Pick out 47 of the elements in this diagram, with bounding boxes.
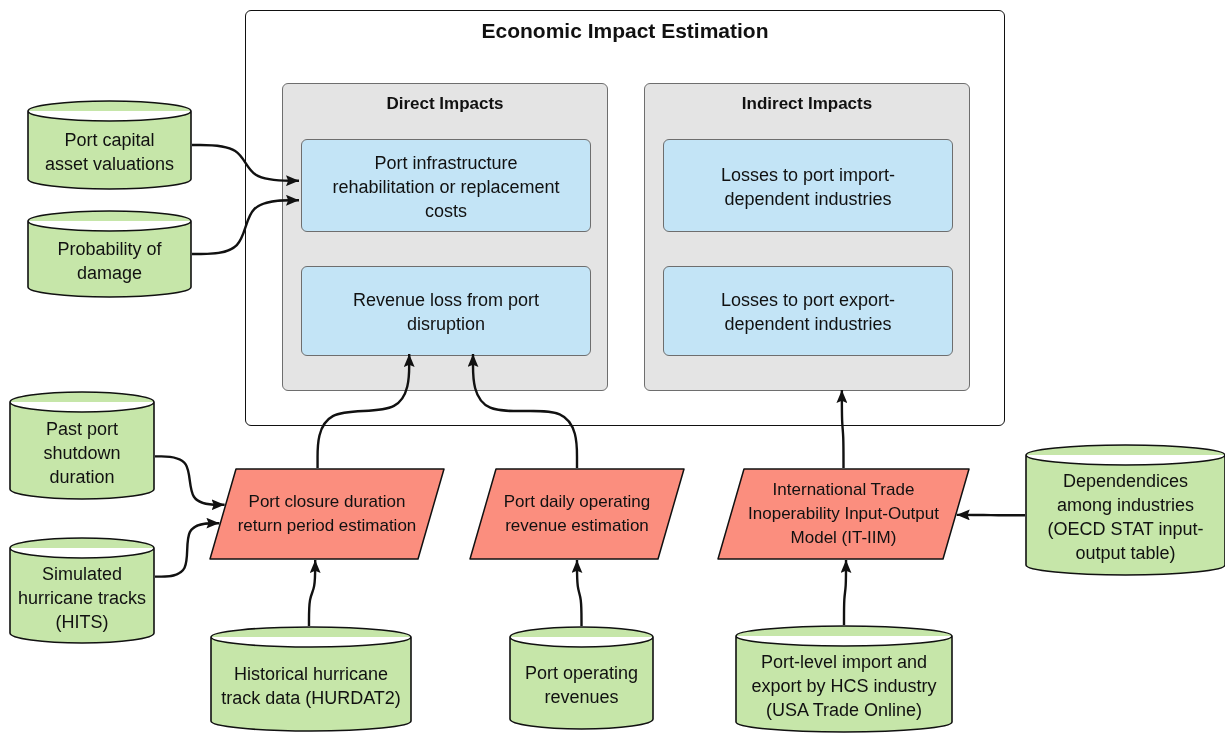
arrow [316, 354, 415, 468]
arrow [840, 560, 852, 625]
node-label: Port-level import and export by HCS industry (USA Trade Online) [750, 651, 938, 722]
node-label: Port daily operating revenue estimation [502, 491, 652, 537]
process-box [663, 139, 953, 232]
node-label: Historical hurricane track data (HURDAT2) [220, 663, 402, 710]
model-parallelogram [717, 468, 970, 560]
panel-heading: Direct Impacts [385, 93, 505, 115]
process-box [301, 266, 591, 356]
node-label: Revenue loss from port disruption [351, 289, 541, 336]
node-label: International Trade Inoperability Input-Output Model (IT-IIM) [747, 479, 940, 549]
data-source-cylinder [210, 626, 412, 732]
node-label: Port closure duration return period estimation [236, 491, 418, 537]
data-source-cylinder [27, 100, 192, 190]
arrow [192, 143, 299, 187]
arrow [571, 560, 583, 626]
data-source-cylinder [1025, 444, 1225, 576]
arrow [956, 509, 1025, 521]
node-label: Losses to port export-dependent industries [719, 289, 897, 336]
node-label: Probability of damage [56, 238, 163, 285]
arrow [836, 390, 848, 468]
arrow [155, 517, 220, 578]
diagram-frame [245, 10, 1005, 426]
data-source-cylinder [9, 391, 155, 500]
node-label: Past port shutdown duration [42, 417, 122, 489]
data-source-cylinder [735, 625, 953, 733]
node-label: Port capital asset valuations [43, 129, 176, 176]
panel-heading: Economic Impact Estimation [480, 19, 770, 43]
data-source-cylinder [509, 626, 654, 730]
model-parallelogram [209, 468, 445, 560]
node-label: Dependendices among industries (OECD STAT input-output table) [1046, 470, 1205, 565]
arrow [307, 560, 321, 626]
model-parallelogram [469, 468, 685, 560]
node-label: Simulated hurricane tracks (HITS) [16, 562, 148, 634]
data-source-cylinder [27, 210, 192, 298]
node-label: Port infrastructure rehabilitation or replacement costs [331, 151, 561, 223]
process-box [301, 139, 591, 232]
process-box [663, 266, 953, 356]
arrow [155, 455, 225, 511]
group-panel [644, 83, 970, 391]
node-label: Losses to port import-dependent industries [719, 163, 897, 211]
panel-heading: Indirect Impacts [740, 93, 874, 115]
arrow [467, 354, 579, 468]
node-label: Port operating revenues [523, 662, 640, 709]
arrow [192, 194, 299, 256]
data-source-cylinder [9, 537, 155, 644]
group-panel [282, 83, 608, 391]
